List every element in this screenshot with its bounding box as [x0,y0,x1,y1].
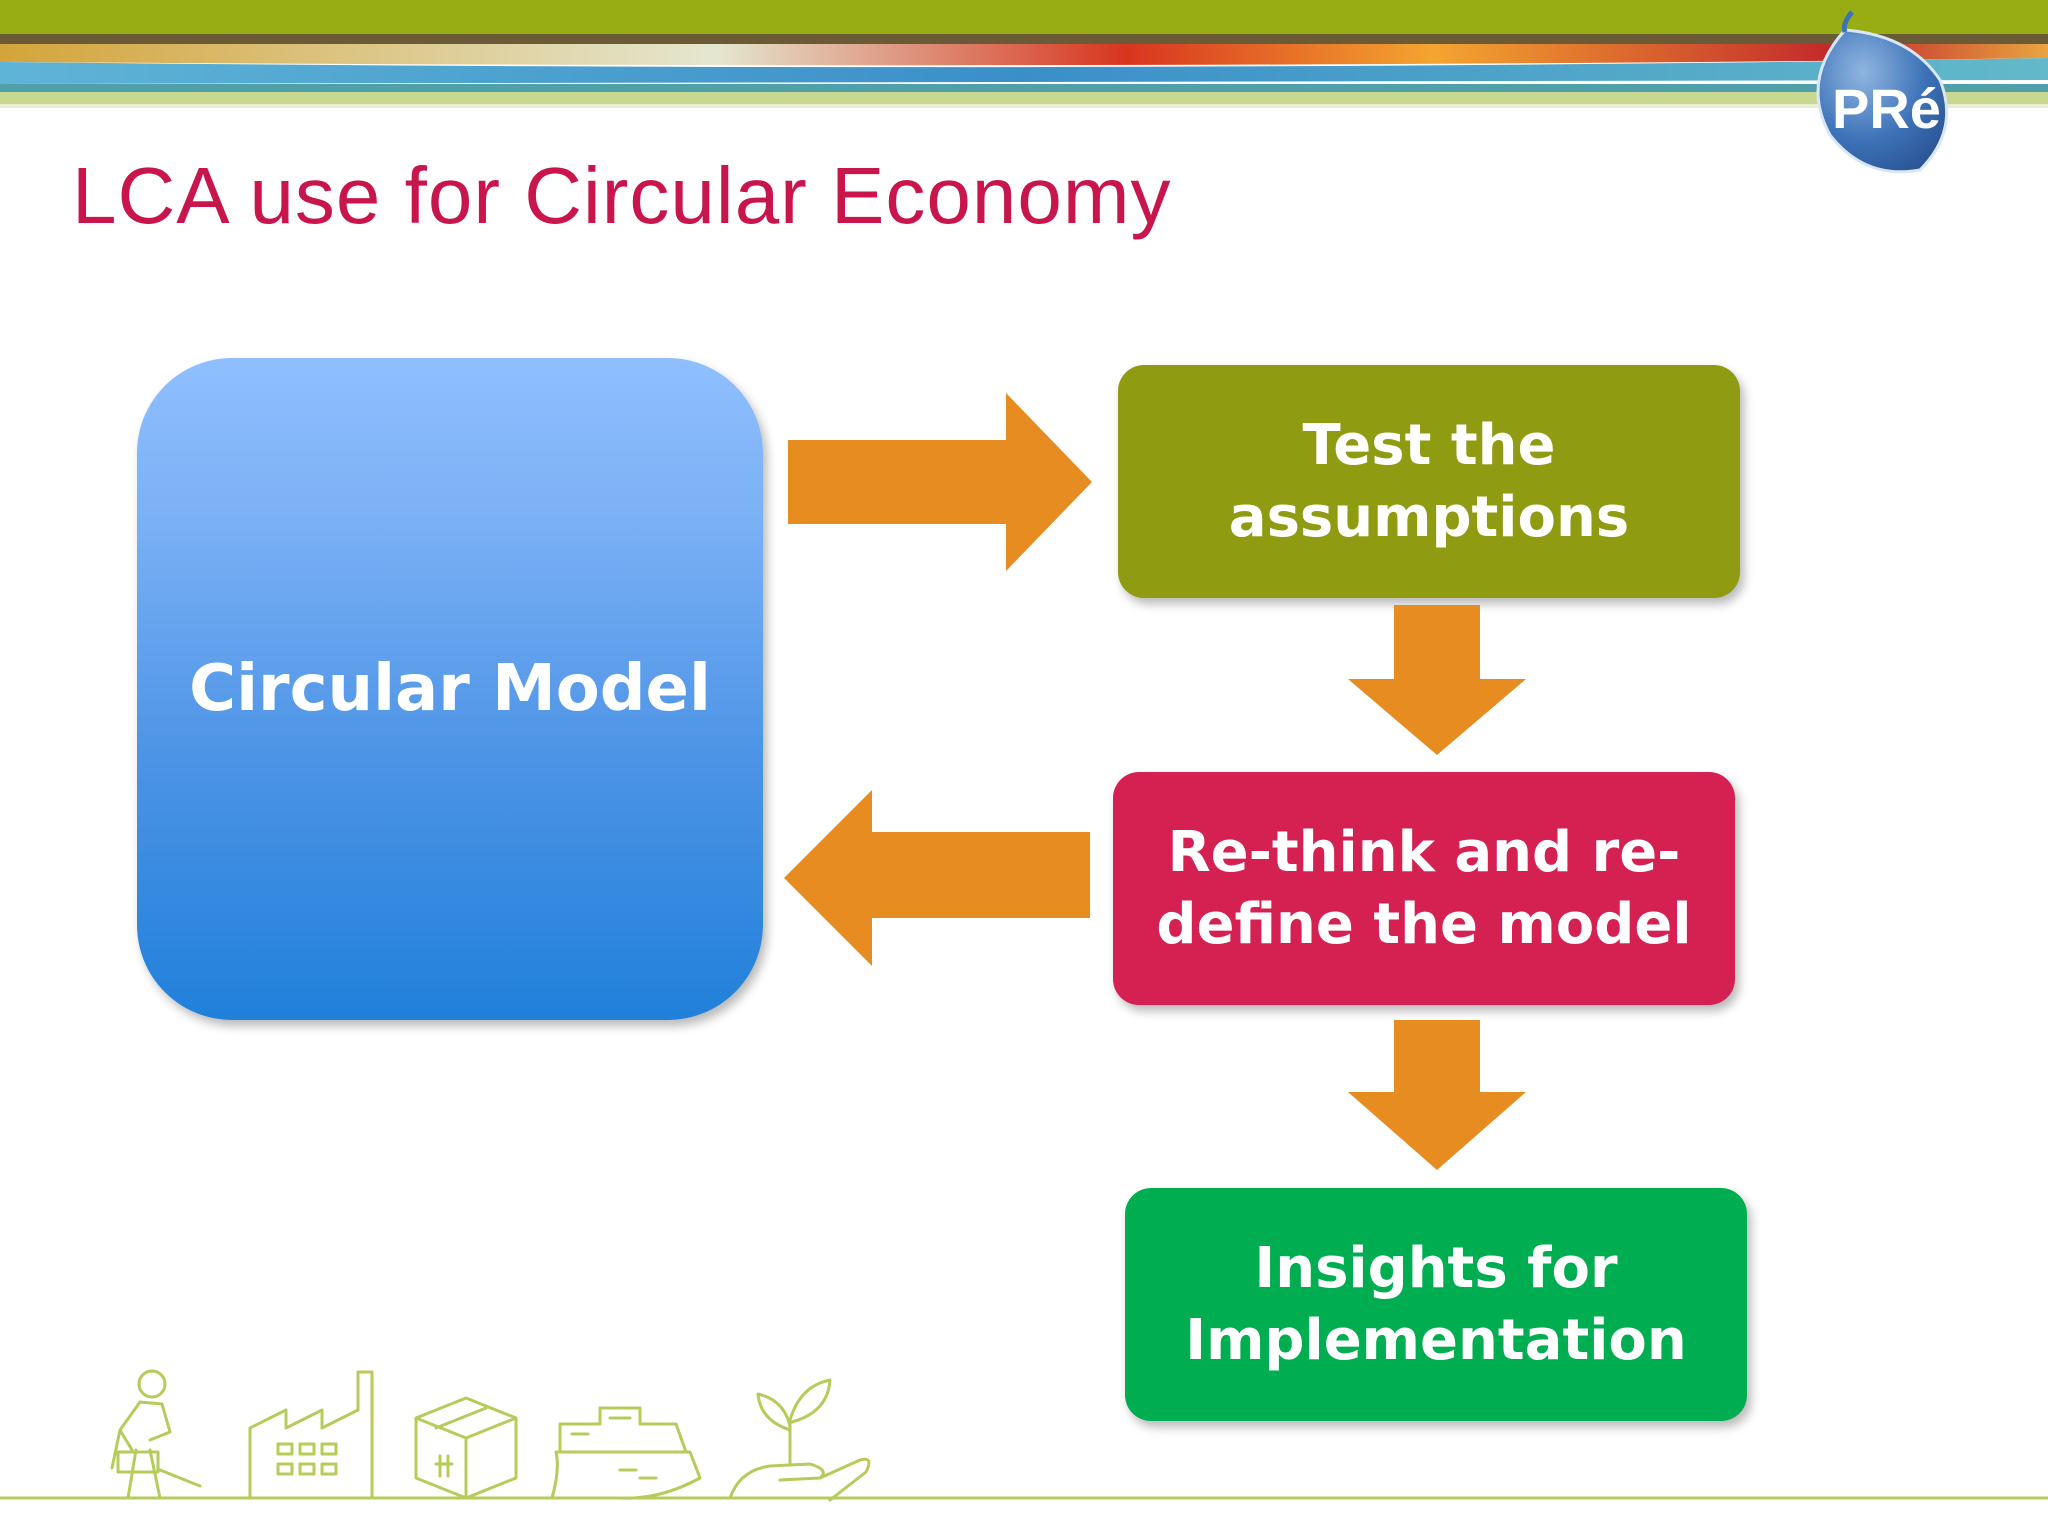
footer-illustration [0,1369,2048,1502]
header-banner [0,0,2048,108]
hand-plant-icon [728,1378,871,1502]
logo-text: PRé [1832,77,1941,140]
rethink-model-box: Re-think and re-define the model [1113,772,1735,1005]
box-icon [414,1396,518,1500]
ship-icon [550,1406,702,1500]
circular-model-box: Circular Model [137,358,763,1020]
test-assumptions-box: Test the assumptions [1118,365,1740,598]
pre-logo: PRé [1790,10,1970,185]
arrow-down-to-insights [1348,1020,1526,1170]
arrow-right-to-test [788,393,1092,571]
factory-icon [248,1370,374,1500]
test-assumptions-label: Test the assumptions [1228,412,1630,550]
insights-label: Insights for Implementation [1185,1235,1687,1373]
circular-model-label: Circular Model [189,652,711,726]
arrow-left-to-circular [784,790,1090,966]
insights-box: Insights for Implementation [1125,1188,1747,1421]
slide-title: LCA use for Circular Economy [72,151,1172,240]
worker-icon [110,1369,202,1500]
rethink-model-label: Re-think and re-define the model [1156,819,1692,957]
arrow-down-to-rethink [1348,605,1526,755]
